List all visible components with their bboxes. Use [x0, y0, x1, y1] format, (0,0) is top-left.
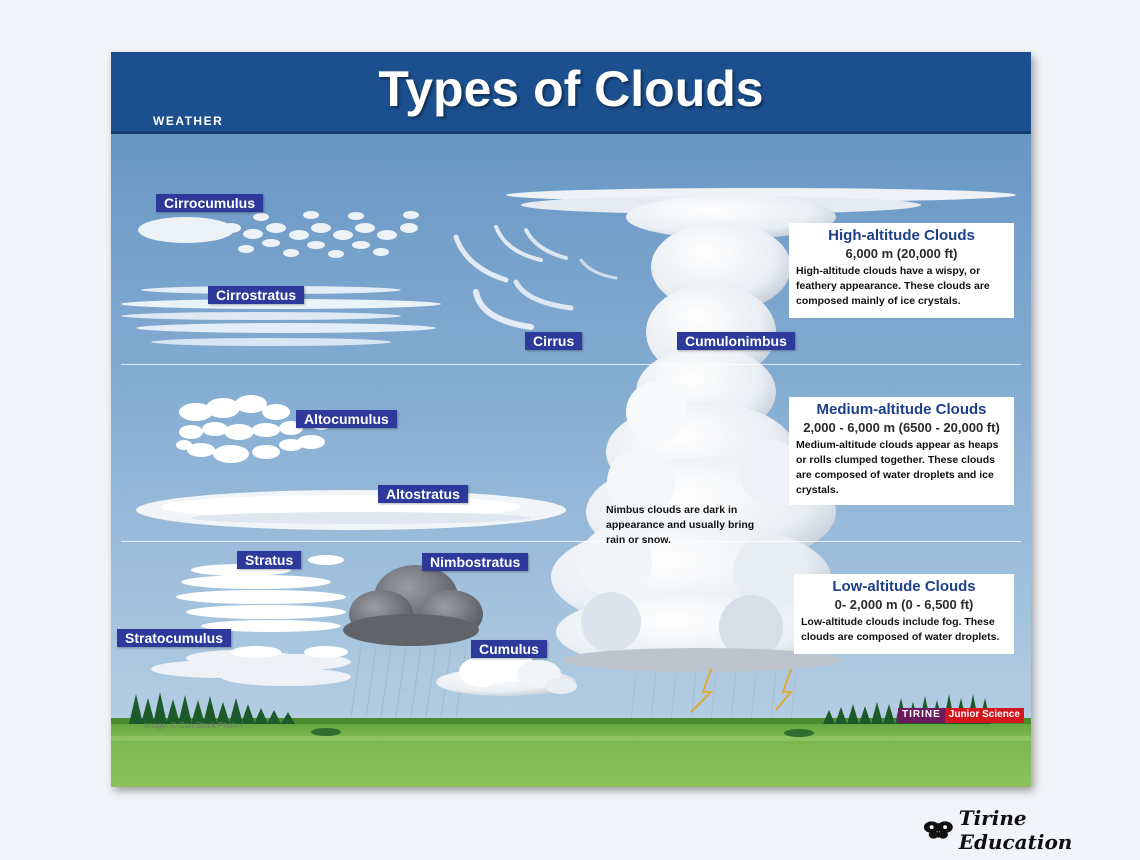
medium-low-divider: [121, 541, 1021, 542]
info-description: Medium-altitude clouds appear as heaps o…: [796, 439, 999, 496]
info-heading: High-altitude Clouds: [828, 227, 975, 244]
label-cirrocumulus: Cirrocumulus: [156, 194, 264, 212]
cloud-scene-illustration: [111, 56, 1031, 787]
poster-brand-name: TIRINE: [898, 708, 945, 723]
label-cumulus: Cumulus: [471, 640, 547, 658]
tree-icon: [129, 692, 341, 736]
poster-brand-tagline: Junior Science: [944, 708, 1024, 723]
altostratus-cloud-icon: [136, 490, 566, 530]
image-credit: Image: © Can Stock Photo / ...: [144, 721, 253, 730]
label-altocumulus: Altocumulus: [296, 410, 397, 428]
info-medium-altitude: Medium-altitude Clouds 2,000 - 6,000 m (…: [789, 397, 1014, 505]
poster-header: Types of Clouds WEATHER: [111, 52, 1031, 134]
poster: Types of Clouds WEATHER Cirrocumulus Cir…: [111, 52, 1031, 787]
altocumulus-cloud-icon: [176, 395, 331, 463]
info-heading: Low-altitude Clouds: [832, 578, 976, 595]
nimbus-note: Nimbus clouds are dark in appearance and…: [606, 504, 755, 546]
info-high-altitude: High-altitude Clouds 6,000 m (20,000 ft)…: [789, 223, 1014, 318]
info-range: 0- 2,000 m (0 - 6,500 ft): [834, 597, 974, 612]
footer-brand-text: Tirine Education: [958, 806, 1073, 854]
nimbostratus-cloud-icon: [343, 565, 483, 718]
high-medium-divider: [121, 364, 1021, 365]
info-description: High-altitude clouds have a wispy, or fe…: [796, 265, 990, 307]
cirrus-cloud-icon: [453, 225, 618, 330]
label-stratus: Stratus: [237, 551, 302, 569]
info-range: 6,000 m (20,000 ft): [845, 246, 958, 261]
stratus-cloud-icon: [176, 555, 346, 632]
label-stratocumulus: Stratocumulus: [117, 629, 232, 647]
info-description: Low-altitude clouds include fog. These c…: [801, 616, 1000, 643]
page-title: Types of Clouds: [378, 61, 764, 117]
label-altostratus: Altostratus: [378, 485, 468, 503]
label-nimbostratus: Nimbostratus: [422, 553, 529, 571]
ground: [111, 718, 1031, 787]
cumulonimbus-cloud-icon: [506, 188, 1016, 721]
info-range: 2,000 - 6,000 m (6500 - 20,000 ft): [803, 420, 1000, 435]
info-low-altitude: Low-altitude Clouds 0- 2,000 m (0 - 6,50…: [794, 574, 1014, 654]
butterfly-icon: [923, 821, 953, 839]
label-cirrus: Cirrus: [525, 332, 583, 350]
footer-brand: Tirine Education: [922, 806, 1140, 854]
label-cirrostratus: Cirrostratus: [208, 286, 305, 304]
label-cumulonimbus: Cumulonimbus: [677, 332, 795, 350]
weather-logo-text: WEATHER: [153, 114, 224, 128]
stratocumulus-cloud-icon: [151, 646, 351, 686]
info-heading: Medium-altitude Clouds: [816, 401, 987, 418]
poster-brand: TIRINE Junior Science: [898, 708, 1024, 723]
cirrocumulus-cloud-icon: [138, 211, 419, 258]
